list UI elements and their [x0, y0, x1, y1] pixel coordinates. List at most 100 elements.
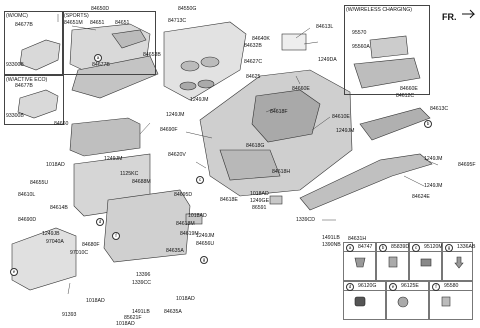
- part-label: 1491LB: [322, 235, 340, 241]
- part-label: 84688M: [132, 179, 151, 185]
- part-label: 84660E: [400, 86, 418, 92]
- front-direction-label: FR.: [442, 12, 457, 22]
- group-title-wireless: (W/WIRELESS CHARGING): [346, 7, 412, 13]
- part-label: 84690D: [18, 217, 37, 223]
- part-label: 1390NB: [322, 242, 341, 248]
- callout-circle: a: [94, 54, 102, 62]
- part-label: 84618G: [246, 143, 265, 149]
- wireless-bracket: [353, 57, 421, 89]
- part-label: 1339CC: [132, 280, 152, 286]
- part-label: 1249DA: [318, 57, 337, 63]
- group-title-active-eco: (W/ACTIVE ECO): [6, 77, 48, 83]
- usb-jack-icon: [420, 258, 432, 267]
- part-label: 84653B: [143, 52, 161, 58]
- part-label: 1018AD: [176, 296, 195, 302]
- part-label: 1018AD: [46, 162, 65, 168]
- tray-84640K: [281, 33, 307, 51]
- clip-icon: [354, 257, 366, 268]
- part-label: 84695D: [174, 192, 193, 198]
- part-label: 84620V: [168, 152, 186, 158]
- part-label: 84677B: [15, 22, 33, 28]
- callout-circle: g: [200, 256, 208, 264]
- callout-circle: c: [196, 176, 204, 184]
- part-label: 84660E: [292, 86, 310, 92]
- part-label: 1249JM: [424, 183, 443, 189]
- part-label: 93300B: [6, 62, 24, 68]
- power-outlet-icon: [397, 296, 409, 308]
- part-label: 84618M: [176, 221, 195, 227]
- aux-jack-icon: [354, 296, 366, 307]
- part-label: 84618F: [270, 109, 288, 115]
- side-trim-84612C: [359, 107, 431, 141]
- part-label: 1249JB: [42, 231, 60, 237]
- part-label: 84677B: [92, 62, 110, 68]
- group-box-sports: [62, 11, 156, 75]
- part-label: 84713C: [168, 18, 187, 24]
- part-label: 1249GE: [250, 198, 270, 204]
- callout-circle: b: [424, 120, 432, 128]
- switch-icon: [441, 296, 451, 307]
- part-label: 84635A: [164, 309, 182, 315]
- part-label: 13396: [136, 272, 151, 278]
- part-label: 84619M: [180, 231, 199, 237]
- part-label: 95570: [352, 30, 367, 36]
- part-label: 1249JM: [190, 97, 209, 103]
- part-label: 84631H: [348, 236, 367, 242]
- part-label: 1018AD: [188, 213, 207, 219]
- part-label: 1249JM: [104, 156, 123, 162]
- part-label: 1018AD: [86, 298, 105, 304]
- group-box-active-eco: [4, 75, 64, 125]
- callout-circle: d: [96, 218, 104, 226]
- wireless-pad: [369, 35, 409, 59]
- part-label: 1249JM: [424, 156, 443, 162]
- part-label: 97040A: [46, 239, 64, 245]
- part-label: 84632B: [244, 43, 262, 49]
- part-label: 1018AD: [250, 191, 269, 197]
- part-label: 1018AD: [116, 321, 135, 327]
- part-label: 93300B: [6, 113, 24, 119]
- part-label: 84677B: [15, 83, 33, 89]
- part-label: 84660: [54, 121, 69, 127]
- armrest-pad: [69, 117, 141, 157]
- part-label: 84550G: [178, 6, 197, 12]
- part-label: 84650D: [91, 6, 110, 12]
- part-label: 86591: [252, 205, 267, 211]
- part-label: 84613C: [430, 106, 449, 112]
- part-label: 84655U: [30, 180, 49, 186]
- shift-panel-active-eco: [17, 89, 59, 119]
- part-label: 84627C: [244, 59, 263, 65]
- part-label: 84651M: [64, 20, 83, 26]
- part-label: 84651: [115, 20, 130, 26]
- part-label: 84680F: [82, 242, 100, 248]
- part-label: 1491LB: [132, 309, 150, 315]
- part-label: 84625: [246, 74, 261, 80]
- part-label: 84610L: [18, 192, 36, 198]
- part-label: 1249JM: [196, 233, 215, 239]
- side-trim-84690F: [299, 153, 433, 211]
- rear-console-84680F: [103, 189, 191, 263]
- console-upper-cover: [71, 55, 159, 99]
- shift-panel-womc: [19, 39, 61, 71]
- part-label: 84613L: [316, 24, 334, 30]
- part-label: 84612C: [396, 93, 415, 99]
- part-label: 91393: [62, 312, 77, 318]
- part-label: 84640K: [252, 36, 270, 42]
- part-label: 97010C: [70, 250, 89, 256]
- group-title-womc: (W/OMC): [6, 13, 28, 19]
- part-label: 1339CD: [296, 217, 316, 223]
- part-label: 1249JM: [166, 112, 185, 118]
- part-label: 84624E: [412, 194, 430, 200]
- part-label: 84610E: [332, 114, 350, 120]
- part-label: 84690F: [160, 127, 178, 133]
- part-label: 84635A: [166, 248, 184, 254]
- part-label: 1249JM: [336, 128, 355, 134]
- retainer-icon: [388, 256, 398, 268]
- part-label: 84618H: [272, 169, 291, 175]
